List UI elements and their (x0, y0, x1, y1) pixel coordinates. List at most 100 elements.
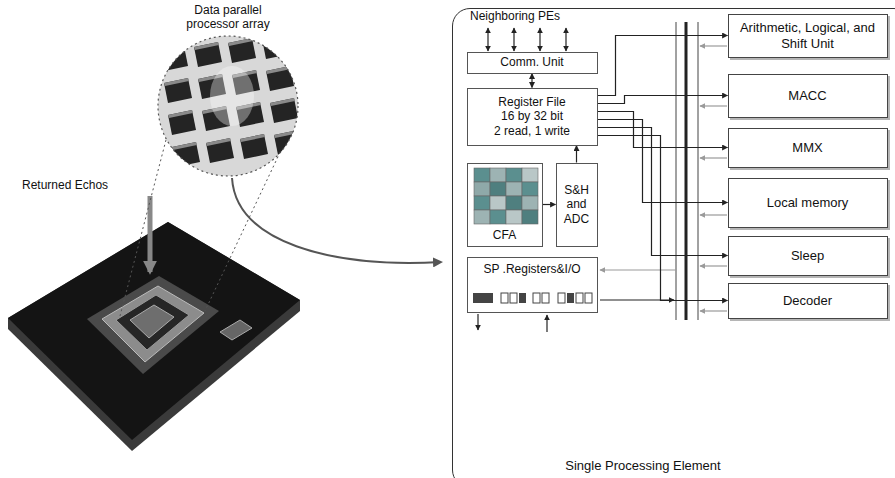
processor-tile (194, 42, 222, 67)
zoom-arrow (232, 178, 441, 263)
io-arrow (477, 314, 478, 330)
neighbor-arrow (513, 28, 514, 51)
neighbor-arrow (487, 28, 488, 51)
cfa-cell (490, 168, 506, 182)
circuit-board (8, 222, 300, 440)
box-text: CFA (493, 228, 516, 242)
register-file-box: Register File16 by 32 bit2 read, 1 write (467, 88, 598, 146)
alu-box: Arithmetic, Logical, and Shift Unit (728, 14, 888, 58)
chip-ring (102, 286, 204, 362)
cfa-cell (506, 168, 522, 182)
memory-box: Local memory (728, 178, 888, 228)
processor-tile (160, 46, 188, 71)
cfa-cell (522, 168, 538, 182)
connector (598, 136, 728, 301)
chip-core (130, 305, 174, 338)
cfa-cell (522, 182, 538, 196)
processor-tile (266, 66, 294, 91)
neighbor-arrow (539, 28, 540, 51)
magnifier-circle (158, 36, 298, 176)
box-text: MACC (788, 88, 826, 104)
magnifier-ground (158, 36, 298, 176)
connector (598, 128, 728, 256)
register-cell (576, 293, 583, 303)
connector (598, 112, 728, 148)
connector (598, 36, 728, 96)
box-text: Arithmetic, Logical, and Shift Unit (739, 20, 877, 51)
processor-array (160, 34, 302, 167)
bus-line (685, 22, 688, 320)
processor-tile (270, 98, 298, 123)
bus-return-arrow (700, 214, 727, 215)
connector (531, 74, 532, 88)
bus-line (698, 22, 699, 320)
panel-caption: Single Processing Element (533, 458, 753, 474)
box-text: S&H and ADC (563, 183, 591, 226)
board-edge (8, 222, 300, 451)
adc-box: S&H and ADC (556, 163, 598, 247)
register-cell (558, 293, 565, 303)
cfa-cell (474, 168, 490, 182)
bus-return-arrow (700, 45, 727, 46)
cfa-box: CFA (467, 163, 543, 247)
processor-tile (228, 38, 256, 63)
processor-tile (240, 134, 268, 159)
small-component (220, 320, 252, 340)
connector (576, 146, 577, 163)
macc-box: MACC (728, 74, 888, 118)
cfa-cell (490, 210, 506, 224)
processor-tile (172, 142, 200, 167)
echo-arrow (148, 196, 153, 272)
sleep-box: Sleep (728, 236, 888, 276)
processor-tile (206, 138, 234, 163)
register-cell (542, 293, 549, 303)
box-text: Sleep (791, 248, 824, 264)
cfa-cell (490, 196, 506, 210)
register-cell (519, 293, 526, 303)
connector (598, 96, 728, 104)
neighbor-label: Neighboring PEs (470, 9, 610, 23)
box-text: Comm. Unit (500, 55, 563, 69)
cfa-cell (506, 210, 522, 224)
box-text: Register File (498, 95, 565, 109)
connector (543, 204, 556, 205)
array-label: Data parallel processor array (176, 3, 280, 32)
processor-tile (168, 110, 196, 135)
cfa-cell (474, 182, 490, 196)
cfa-cell (490, 182, 506, 196)
chip-package (87, 276, 219, 374)
processor-tile (274, 130, 302, 155)
io-arrow (546, 315, 547, 332)
box-text: 2 read, 1 write (494, 124, 570, 138)
cfa-cell (506, 182, 522, 196)
bus-return-arrow (600, 269, 676, 270)
io-register-box: SP .Registers&I/O (467, 257, 598, 313)
box-text: Local memory (767, 195, 849, 211)
register-cell (533, 293, 540, 303)
bus-line (676, 22, 677, 320)
cfa-grid (474, 168, 538, 224)
register-cell (473, 293, 493, 303)
connector (598, 120, 728, 203)
register-cell (585, 293, 592, 303)
element-panel: Single Processing Element Comm. UnitRegis… (452, 8, 895, 478)
box-text: MMX (792, 140, 822, 156)
bus-return-arrow (700, 157, 727, 158)
echo-label: Returned Echos (22, 178, 142, 192)
cfa-cell (506, 196, 522, 210)
register-cell (510, 293, 517, 303)
mmx-box: MMX (728, 128, 888, 168)
register-cell (567, 293, 574, 303)
comm-unit-box: Comm. Unit (467, 52, 598, 74)
bus-return-arrow (700, 265, 727, 266)
cfa-cell (522, 196, 538, 210)
bus-return-arrow (700, 105, 727, 106)
register-cells (473, 293, 592, 303)
box-text: 16 by 32 bit (501, 109, 563, 123)
decoder-box: Decoder (728, 283, 888, 319)
processor-tile (164, 78, 192, 103)
box-text: SP .Registers&I/O (483, 262, 580, 276)
cfa-cell (474, 196, 490, 210)
processor-tile (262, 34, 290, 59)
